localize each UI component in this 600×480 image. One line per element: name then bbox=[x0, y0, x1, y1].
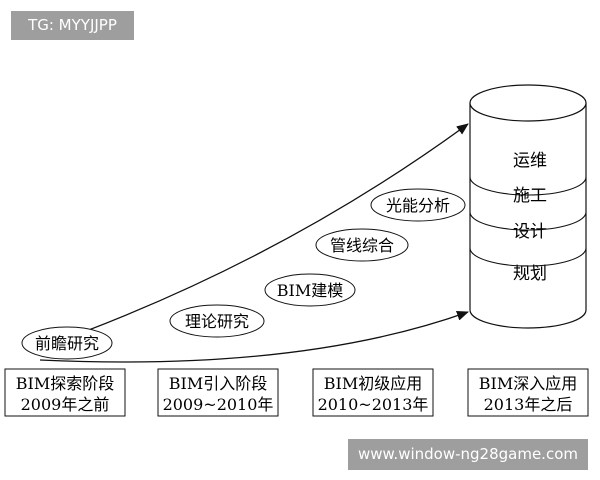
cylinder-top bbox=[469, 84, 587, 122]
stage-period-1: 2009年之前 bbox=[21, 395, 110, 414]
lower-growth-arrow bbox=[39, 310, 469, 363]
stage-period-3: 2010~2013年 bbox=[318, 395, 429, 414]
stage-title-3: BIM初级应用 bbox=[324, 374, 422, 393]
stage-title-1: BIM探索阶段 bbox=[16, 374, 114, 393]
stage-box-4: BIM深入应用 2013年之后 bbox=[467, 368, 589, 417]
milestone-label-1: 前瞻研究 bbox=[35, 334, 99, 353]
cylinder-layer-4: 规划 bbox=[513, 264, 547, 284]
milestone-label-3: BIM建模 bbox=[277, 281, 343, 300]
telegram-watermark: TG: MYYJJPP bbox=[11, 11, 134, 40]
application-cylinder: 运维 施工 设计 规划 bbox=[469, 84, 587, 329]
milestone-label-2: 理论研究 bbox=[185, 312, 249, 331]
stage-period-4: 2013年之后 bbox=[484, 395, 573, 414]
stage-title-4: BIM深入应用 bbox=[479, 374, 577, 393]
stage-period-2: 2009~2010年 bbox=[163, 395, 274, 414]
cylinder-layer-2: 施工 bbox=[513, 186, 547, 206]
milestone-ellipse-1: 前瞻研究 bbox=[21, 326, 113, 360]
stage-title-2: BIM引入阶段 bbox=[169, 374, 267, 393]
cylinder-divider-3 bbox=[469, 247, 587, 267]
cylinder-layer-1: 运维 bbox=[513, 151, 547, 171]
milestone-label-5: 光能分析 bbox=[386, 196, 450, 215]
stage-box-1: BIM探索阶段 2009年之前 bbox=[4, 368, 126, 417]
cylinder-divider-1 bbox=[469, 176, 587, 196]
website-watermark: www.window-ng28game.com bbox=[348, 439, 588, 470]
stage-box-2: BIM引入阶段 2009~2010年 bbox=[157, 368, 279, 417]
milestone-ellipse-3: BIM建模 bbox=[264, 273, 356, 307]
milestone-ellipse-5: 光能分析 bbox=[370, 188, 466, 222]
milestone-ellipse-2: 理论研究 bbox=[169, 304, 265, 338]
milestone-label-4: 管线综合 bbox=[330, 236, 394, 255]
upper-growth-arrow bbox=[39, 123, 469, 349]
cylinder-layer-3: 设计 bbox=[513, 222, 547, 242]
stage-box-3: BIM初级应用 2010~2013年 bbox=[312, 368, 434, 417]
cylinder-divider-2 bbox=[469, 211, 587, 231]
milestone-ellipse-4: 管线综合 bbox=[315, 228, 409, 262]
